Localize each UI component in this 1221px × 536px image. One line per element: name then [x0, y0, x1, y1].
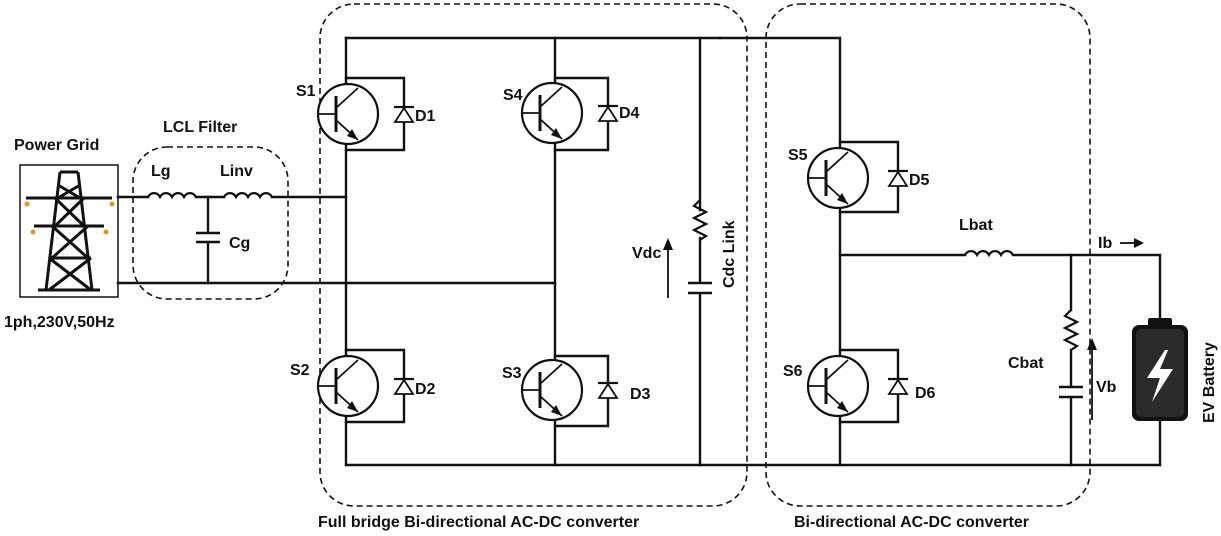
lg-inductor: [147, 192, 197, 200]
power-grid-label: Power Grid: [14, 137, 99, 154]
cg-label: Cg: [229, 235, 250, 252]
lg-label: Lg: [151, 163, 171, 180]
d3-label: D3: [630, 386, 651, 403]
s6-label: S6: [783, 363, 803, 380]
switch-s5: [806, 140, 910, 214]
full-bridge-box: [319, 3, 748, 507]
vb-label: Vb: [1096, 379, 1117, 396]
s3-label: S3: [502, 365, 522, 382]
full-bridge-caption: Full bridge Bi-directional AC-DC convert…: [318, 514, 639, 531]
lcl-filter-box: [132, 146, 289, 300]
cbat-label: Cbat: [1008, 355, 1044, 372]
cdc-link-resistor: [691, 199, 709, 241]
switch-s6: [806, 348, 910, 424]
cg-capacitor: [196, 231, 220, 244]
d5-label: D5: [909, 172, 930, 189]
cbat-capacitor: [1059, 385, 1083, 399]
linv-label: Linv: [220, 163, 253, 180]
cdc-link-capacitor: [688, 281, 712, 295]
d1-label: D1: [415, 108, 436, 125]
lbat-label: Lbat: [959, 217, 993, 234]
linv-inductor: [223, 192, 273, 200]
transmission-tower-icon: [19, 164, 119, 298]
switch-s3: [520, 354, 620, 428]
s5-label: S5: [788, 147, 808, 164]
vdc-arrow: [663, 238, 673, 298]
bidir-caption: Bi-directional AC-DC converter: [794, 514, 1029, 531]
bidir-converter-box: [765, 3, 1091, 507]
switch-s2: [316, 348, 416, 424]
lbat-inductor: [964, 250, 1014, 258]
vb-arrow: [1087, 338, 1097, 420]
d4-label: D4: [619, 105, 640, 122]
lcl-filter-label: LCL Filter: [163, 119, 237, 136]
ib-label: Ib: [1098, 235, 1112, 252]
vdc-label: Vdc: [632, 245, 661, 262]
cdc-link-label: Cdc Link: [721, 220, 738, 288]
ib-arrow: [1120, 238, 1144, 248]
cbat-resistor: [1062, 309, 1080, 351]
d6-label: D6: [915, 385, 936, 402]
ev-battery-label: EV Battery: [1201, 342, 1218, 423]
grid-spec-label: 1ph,230V,50Hz: [4, 314, 115, 331]
s4-label: S4: [503, 87, 523, 104]
d2-label: D2: [415, 381, 436, 398]
switch-s4: [520, 76, 620, 152]
s2-label: S2: [290, 362, 310, 379]
lightning-bolt-icon: [1147, 350, 1173, 402]
s1-label: S1: [296, 83, 316, 100]
switch-s1: [316, 76, 416, 152]
